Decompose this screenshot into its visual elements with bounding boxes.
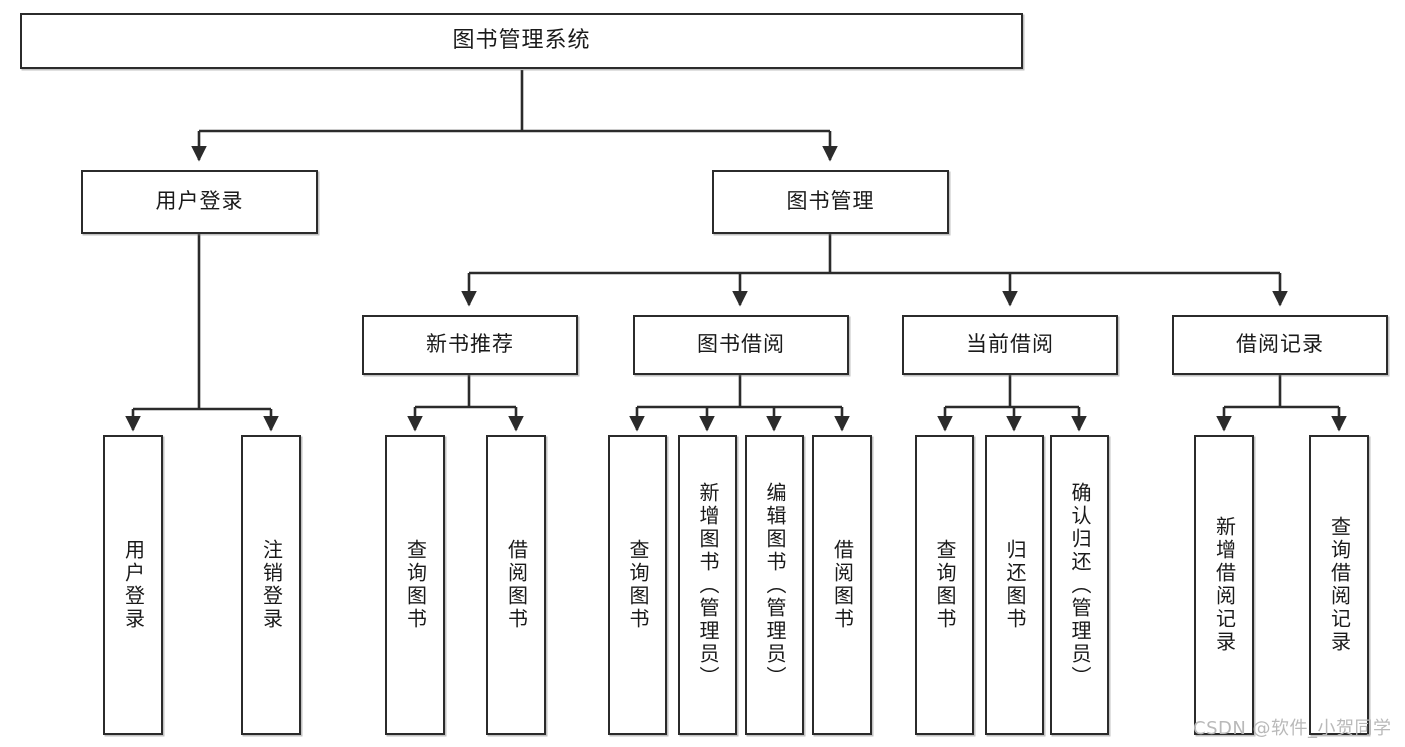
node-user-login[interactable]: 用户登录 xyxy=(81,170,318,234)
node-leaf-borrow-book-1[interactable]: 借阅图书 xyxy=(486,435,546,735)
node-label: 借阅图书 xyxy=(830,539,855,631)
node-label: 用户登录 xyxy=(121,539,146,631)
node-label: 新书推荐 xyxy=(426,332,514,357)
csdn-watermark: CSDN @软件_小贺同学 xyxy=(1193,718,1392,739)
node-label: 图书借阅 xyxy=(697,332,785,357)
node-current-borrow[interactable]: 当前借阅 xyxy=(902,315,1118,375)
node-label: 查询图书 xyxy=(626,539,650,631)
node-label: 新增借阅记录 xyxy=(1212,516,1237,654)
node-new-book-rec[interactable]: 新书推荐 xyxy=(362,315,578,375)
node-label: 用户登录 xyxy=(155,189,244,214)
node-leaf-edit-book[interactable]: 编辑图书（管理员） xyxy=(745,435,804,735)
node-leaf-query-book-3[interactable]: 查询图书 xyxy=(915,435,974,735)
node-label: 查询借阅记录 xyxy=(1327,516,1352,654)
node-label: 当前借阅 xyxy=(966,332,1054,357)
node-book-borrow[interactable]: 图书借阅 xyxy=(633,315,849,375)
node-label: 注销登录 xyxy=(259,539,284,631)
node-label: 确认归还（管理员） xyxy=(1068,481,1092,689)
node-leaf-confirm-return[interactable]: 确认归还（管理员） xyxy=(1050,435,1109,735)
node-borrow-record[interactable]: 借阅记录 xyxy=(1172,315,1388,375)
node-leaf-query-record[interactable]: 查询借阅记录 xyxy=(1309,435,1369,735)
node-label: 归还图书 xyxy=(1003,539,1027,631)
node-label: 编辑图书（管理员） xyxy=(763,481,787,689)
node-root-system[interactable]: 图书管理系统 xyxy=(20,13,1023,69)
node-label: 新增图书（管理员） xyxy=(696,481,720,689)
node-leaf-query-book-2[interactable]: 查询图书 xyxy=(608,435,667,735)
node-leaf-user-login[interactable]: 用户登录 xyxy=(103,435,163,735)
node-label: 查询图书 xyxy=(403,539,428,631)
node-leaf-add-record[interactable]: 新增借阅记录 xyxy=(1194,435,1254,735)
node-label: 图书管理 xyxy=(786,189,875,214)
node-book-manage[interactable]: 图书管理 xyxy=(712,170,949,234)
node-label: 借阅图书 xyxy=(504,539,529,631)
node-leaf-return-book[interactable]: 归还图书 xyxy=(985,435,1044,735)
node-leaf-add-book[interactable]: 新增图书（管理员） xyxy=(678,435,737,735)
node-leaf-borrow-book-2[interactable]: 借阅图书 xyxy=(812,435,872,735)
node-label: 查询图书 xyxy=(933,539,957,631)
node-label: 借阅记录 xyxy=(1236,332,1324,357)
node-label: 图书管理系统 xyxy=(452,27,591,53)
node-leaf-logout[interactable]: 注销登录 xyxy=(241,435,301,735)
node-leaf-query-book-1[interactable]: 查询图书 xyxy=(385,435,445,735)
